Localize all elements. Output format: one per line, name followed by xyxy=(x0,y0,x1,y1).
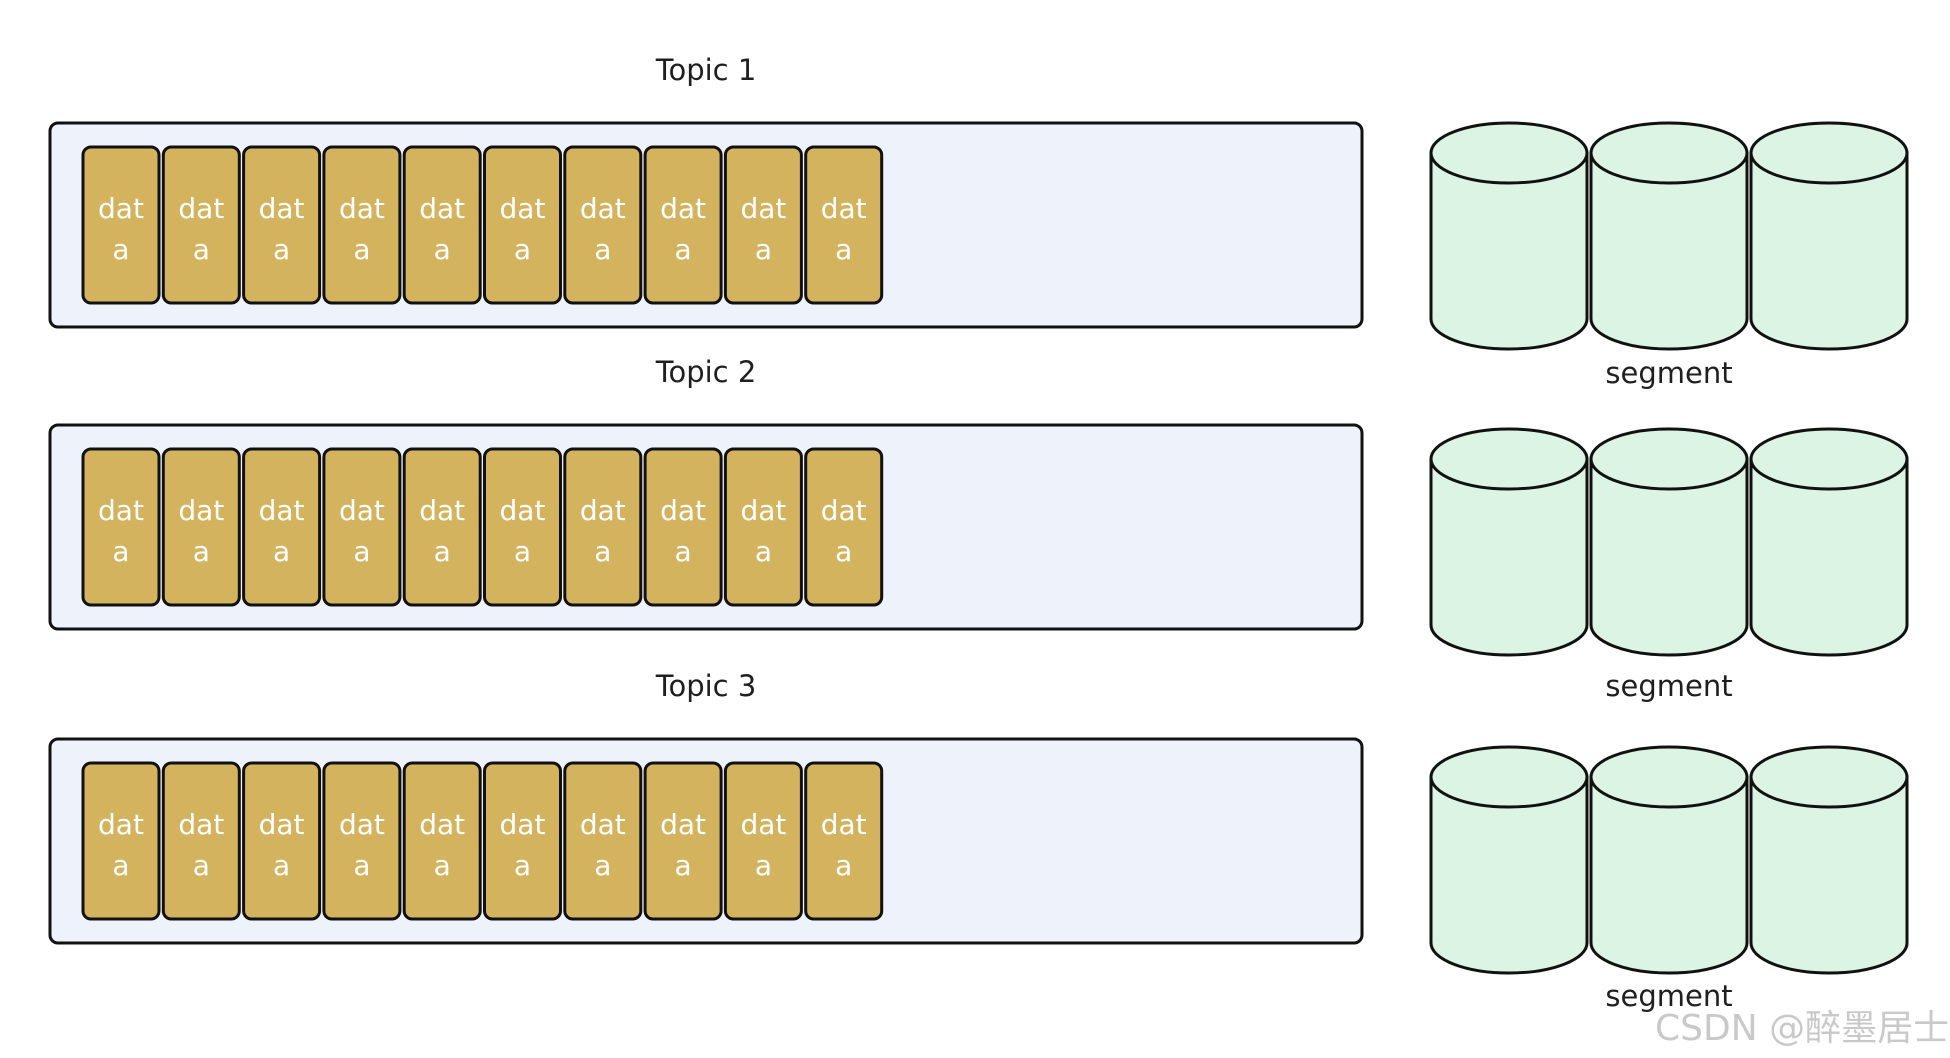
data-block xyxy=(483,761,562,921)
cylinder-body xyxy=(1429,151,1589,351)
segment-cylinder xyxy=(1749,427,1909,657)
segment-label: segment xyxy=(1605,979,1732,1013)
data-block xyxy=(242,761,322,921)
data-block xyxy=(322,145,402,305)
data-block xyxy=(161,145,241,305)
data-block xyxy=(723,145,803,305)
segment-cylinder xyxy=(1429,745,1589,975)
cylinder-body xyxy=(1589,457,1749,657)
cylinder-top xyxy=(1589,745,1749,809)
topic-title: Topic 3 xyxy=(655,669,757,703)
data-block xyxy=(723,761,803,921)
segment-cylinder xyxy=(1749,121,1909,351)
data-block xyxy=(242,145,322,305)
data-block xyxy=(322,761,402,921)
cylinder-body xyxy=(1749,775,1909,975)
data-block xyxy=(402,447,482,607)
topic-title: Topic 2 xyxy=(655,355,757,389)
data-block xyxy=(723,447,803,607)
cylinder-body xyxy=(1589,151,1749,351)
data-block xyxy=(81,761,161,921)
segment-cylinder xyxy=(1429,427,1589,657)
data-block xyxy=(322,447,402,607)
data-block xyxy=(643,447,723,607)
cylinder-body xyxy=(1429,457,1589,657)
data-block xyxy=(402,761,482,921)
data-block xyxy=(804,447,884,607)
data-block xyxy=(804,761,884,921)
data-block xyxy=(643,145,723,305)
topic-title: Topic 1 xyxy=(655,53,757,87)
segment-cylinder xyxy=(1429,121,1589,351)
data-block xyxy=(161,447,241,607)
cylinder-top xyxy=(1589,427,1749,491)
cylinder-body xyxy=(1749,151,1909,351)
cylinder-top xyxy=(1429,121,1589,185)
data-block xyxy=(483,145,562,305)
data-block xyxy=(81,447,161,607)
data-block xyxy=(242,447,322,607)
segment-cylinder xyxy=(1589,745,1749,975)
data-block xyxy=(483,447,562,607)
cylinder-top xyxy=(1749,121,1909,185)
cylinder-top xyxy=(1749,745,1909,809)
data-block xyxy=(81,145,161,305)
data-block xyxy=(643,761,723,921)
cylinder-body xyxy=(1429,775,1589,975)
segment-label: segment xyxy=(1605,669,1732,703)
data-block xyxy=(563,447,643,607)
segment-cylinder xyxy=(1589,427,1749,657)
watermark: CSDN @醉墨居士 xyxy=(1655,1008,1949,1049)
segment-cylinder xyxy=(1589,121,1749,351)
cylinder-body xyxy=(1749,457,1909,657)
data-block xyxy=(804,145,884,305)
segment-label: segment xyxy=(1605,356,1732,390)
data-block xyxy=(563,145,643,305)
data-block xyxy=(402,145,482,305)
cylinder-top xyxy=(1749,427,1909,491)
cylinder-top xyxy=(1429,745,1589,809)
cylinder-body xyxy=(1589,775,1749,975)
data-block xyxy=(161,761,241,921)
cylinder-top xyxy=(1589,121,1749,185)
cylinder-top xyxy=(1429,427,1589,491)
segment-cylinder xyxy=(1749,745,1909,975)
data-block xyxy=(563,761,643,921)
